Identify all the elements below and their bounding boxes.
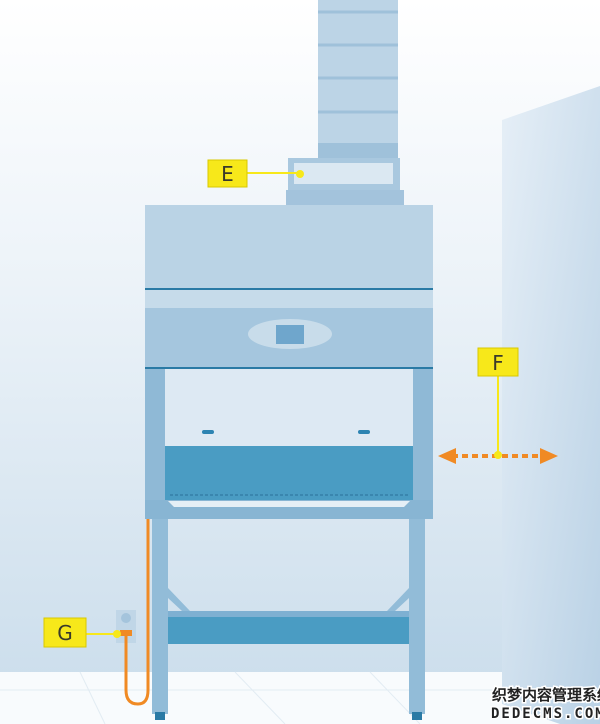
work-opening <box>165 369 413 446</box>
stand <box>152 519 425 720</box>
power-cord <box>116 519 150 706</box>
label-f: F <box>438 347 558 464</box>
label-e: E <box>207 159 304 188</box>
sash-front <box>165 446 413 500</box>
label-e-text: E <box>221 162 234 186</box>
label-f-text: F <box>492 351 504 375</box>
side-wall <box>502 86 600 724</box>
label-g: G <box>43 617 121 648</box>
display <box>276 325 304 344</box>
watermark-line2: DEDECMS.COM <box>491 706 600 722</box>
exhaust-filter-housing <box>286 158 404 205</box>
watermark-line1: 织梦内容管理系统 <box>492 686 600 704</box>
cabinet-body <box>145 205 433 519</box>
watermark: 织梦内容管理系统 DEDECMS.COM <box>490 685 600 724</box>
floor <box>0 671 600 724</box>
airflow-arrow-icon <box>438 448 558 464</box>
label-g-text: G <box>57 621 73 645</box>
exhaust-duct <box>318 0 398 158</box>
